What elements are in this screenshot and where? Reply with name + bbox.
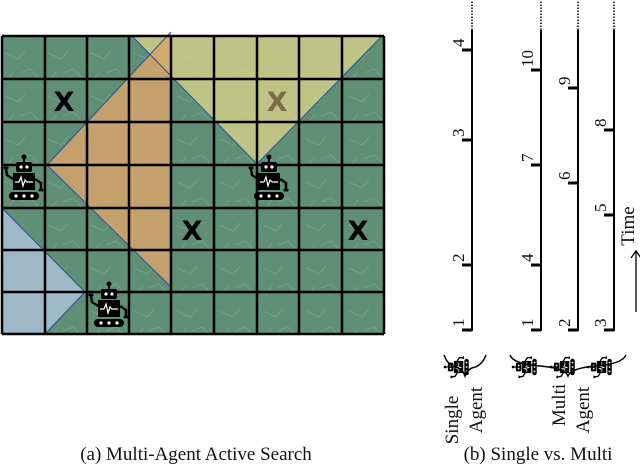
timestep-label: 2 bbox=[555, 319, 574, 328]
timestep-label: 2 bbox=[449, 254, 468, 263]
single-label-line1: Single bbox=[442, 396, 463, 445]
target-x: X bbox=[54, 87, 75, 118]
timeline: 2 6 9 bbox=[555, 0, 579, 332]
robot-agent-icon bbox=[511, 355, 538, 379]
multi-agent-robots bbox=[511, 355, 613, 379]
search-grid: X X X X bbox=[0, 31, 386, 336]
single-label-line2: Agent bbox=[466, 386, 487, 433]
timestep-label: 8 bbox=[591, 119, 610, 128]
timeline: 3 5 8 bbox=[591, 0, 615, 332]
orange-sensing-region bbox=[47, 32, 171, 287]
timestep-label: 1 bbox=[518, 319, 537, 328]
timestep-label: 5 bbox=[591, 204, 610, 213]
timelines: 1 2 3 4 1 4 7 10 2 6 9 3 5 8 bbox=[449, 0, 615, 332]
multi-label-line1: Multi bbox=[549, 384, 570, 426]
blue-sensing-region bbox=[2, 208, 85, 334]
timestep-label: 1 bbox=[449, 319, 468, 328]
found-target-x: X bbox=[267, 87, 288, 118]
timestep-label: 7 bbox=[518, 153, 537, 162]
single-brace bbox=[443, 354, 487, 379]
multi-brace bbox=[509, 354, 627, 379]
timestep-label: 4 bbox=[518, 253, 537, 262]
caption-a: (a) Multi-Agent Active Search bbox=[80, 444, 312, 465]
timestep-label: 6 bbox=[555, 172, 574, 181]
time-arrow bbox=[630, 249, 640, 312]
timeline: 1 4 7 10 bbox=[518, 0, 542, 332]
caption-b: (b) Single vs. Multi bbox=[464, 444, 613, 465]
grid-lines bbox=[0, 34, 386, 336]
target-x: X bbox=[182, 216, 203, 247]
timeline: 1 2 3 4 bbox=[449, 0, 473, 332]
timestep-label: 4 bbox=[449, 38, 468, 47]
timestep-label: 10 bbox=[518, 50, 537, 67]
multi-label-line2: Agent bbox=[573, 386, 594, 433]
target-x: X bbox=[348, 216, 369, 247]
timestep-label: 3 bbox=[449, 129, 468, 138]
timestep-label: 9 bbox=[555, 77, 574, 86]
timestep-label: 3 bbox=[591, 319, 610, 328]
time-label: Time bbox=[618, 206, 639, 245]
